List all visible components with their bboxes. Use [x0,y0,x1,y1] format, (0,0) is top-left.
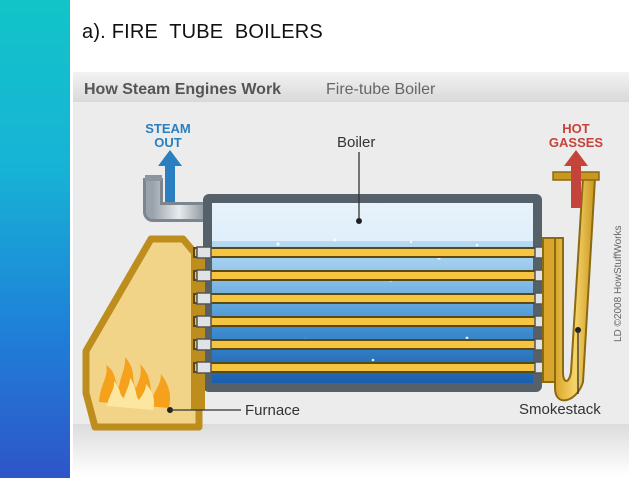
boiler-label: Boiler [337,134,375,151]
hot-gasses-label-line1: HOT [562,121,590,136]
slide-accent-bar [0,0,70,478]
steam-pipe-collar [145,175,162,181]
diagram-header-title: How Steam Engines Work [84,81,281,98]
slide-title: a). FIRE TUBE BOILERS [82,21,323,43]
steam-out-label-line1: STEAM [145,121,191,136]
steam-out-arrow [158,150,182,202]
diagram-header-band [73,72,629,102]
steam-pipe [146,178,205,219]
hot-gasses-arrow [564,150,588,208]
hot-gasses-label-line2: GASSES [549,135,604,150]
boiler-steam-space [212,203,533,241]
boiler-leader-dot [356,218,362,224]
furnace-label: Furnace [245,402,300,419]
smokestack-label: Smokestack [519,401,601,418]
fire-tubes [193,247,537,373]
furnace-flames [99,357,171,410]
diagram-header-subtitle: Fire-tube Boiler [326,81,436,98]
steam-out-label-line2: OUT [154,135,182,150]
fire-tube-boiler-diagram: How Steam Engines Work Fire-tube Boiler [73,72,629,476]
copyright-credit: LD ©2008 HowStuffWorks [613,226,624,343]
smoke-box [542,237,556,383]
floor-shadow [73,424,629,476]
